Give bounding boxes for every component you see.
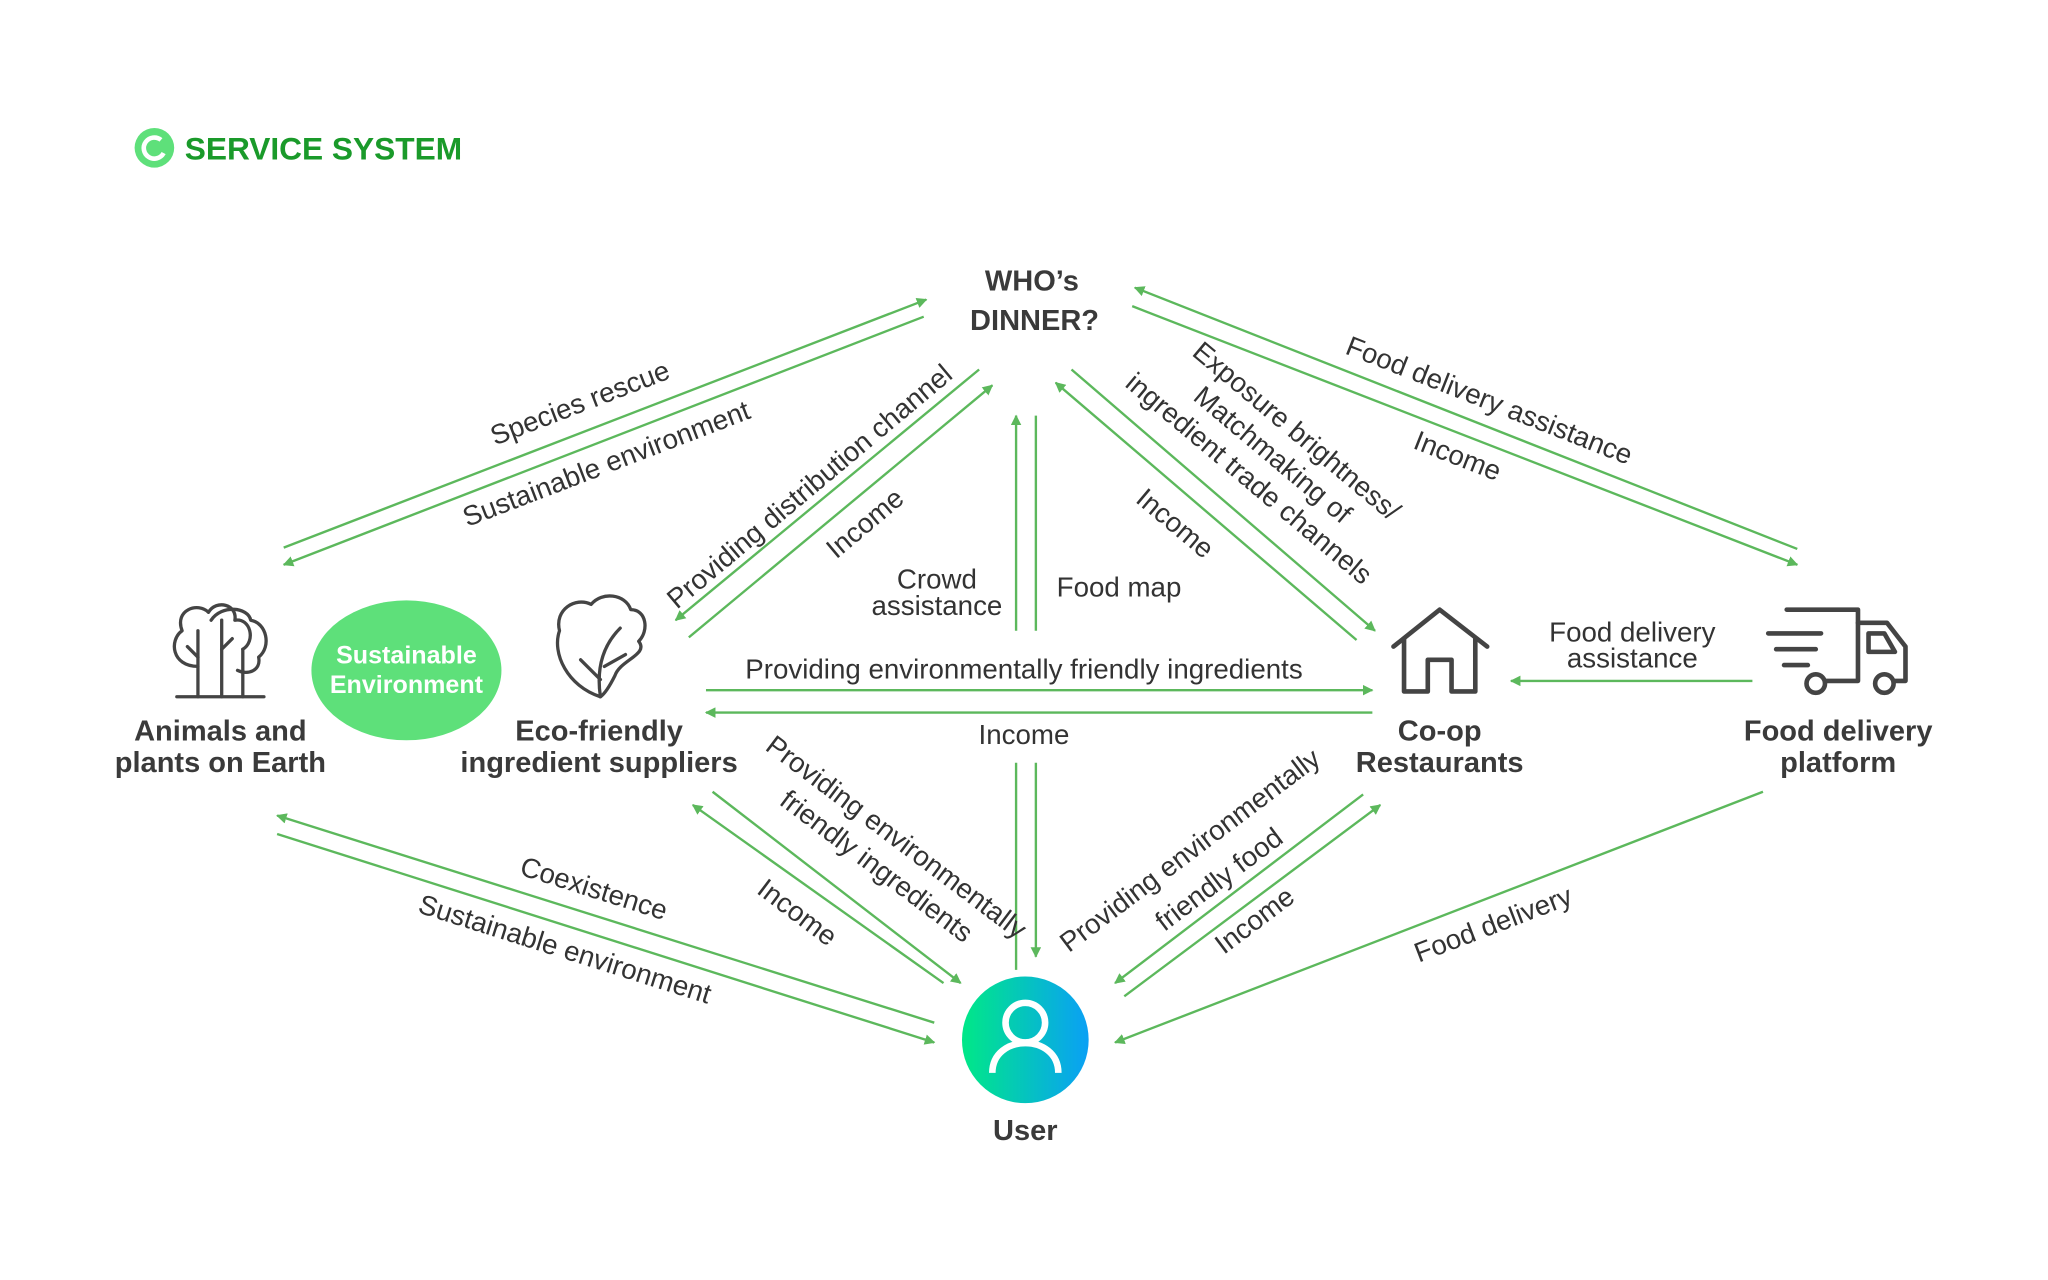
label-platform-assist-2: assistance [1567, 643, 1698, 674]
label-crowd-2: assistance [871, 590, 1002, 621]
arrow-restaurant-user [1114, 793, 1364, 985]
flow-labels: Species rescue Sustainable environment P… [415, 330, 1716, 1010]
user-label: User [993, 1115, 1058, 1147]
label-ingredients: Providing environmentally friendly ingre… [745, 653, 1302, 684]
animals-line2: plants on Earth [115, 747, 326, 779]
refresh-circle-icon [134, 128, 175, 168]
suppliers-line1: Eco-friendly [515, 715, 683, 747]
truck-icon [1765, 607, 1908, 696]
arrow-sustainable-env-top [282, 315, 925, 567]
label-delivery-assist-top: Food delivery assistance [1342, 330, 1637, 471]
label-crowd-1: Crowd [897, 564, 977, 595]
suppliers-line2: ingredient suppliers [460, 747, 737, 779]
user-icon [961, 976, 1089, 1104]
node-platform: Food delivery platform [1744, 607, 1933, 779]
house-icon [1391, 607, 1490, 694]
sustainable-line2: Environment [330, 671, 484, 699]
node-user: User [961, 976, 1089, 1147]
arrow-food-delivery [1114, 790, 1764, 1044]
node-restaurants: Co-op Restaurants [1356, 607, 1524, 779]
label-restaurants-income: Income [979, 719, 1070, 750]
label-food-map: Food map [1057, 571, 1182, 602]
center-line2: DINNER? [970, 305, 1099, 337]
node-animals: Animals and plants on Earth [115, 603, 326, 779]
arrow-supplier-income [688, 384, 994, 639]
label-supplier-income-top: Income [820, 482, 910, 564]
node-center: WHO’s DINNER? [970, 265, 1099, 337]
label-food-delivery: Food delivery [1410, 880, 1577, 969]
arrow-distribution-channel [674, 368, 980, 622]
platform-line2: platform [1780, 747, 1896, 779]
label-platform-assist-1: Food delivery [1549, 616, 1715, 647]
sustainable-environment-bubble: Sustainable Environment [311, 600, 502, 741]
center-line1: WHO’s [985, 265, 1079, 297]
arrow-restaurant-income [1054, 381, 1358, 641]
restaurants-line2: Restaurants [1356, 747, 1524, 779]
label-restaurant-income-top: Income [1130, 482, 1220, 564]
arrow-user-supplier-income [691, 803, 945, 985]
platform-line1: Food delivery [1744, 715, 1933, 747]
trees-icon [172, 603, 268, 699]
arrow-exposure [1070, 368, 1376, 632]
restaurants-line1: Co-op [1398, 715, 1482, 747]
arrow-species-rescue [283, 298, 928, 549]
sustainable-line1: Sustainable [336, 642, 477, 670]
animals-line1: Animals and [134, 715, 307, 747]
arrow-sustainable-env-bottom [276, 832, 936, 1045]
arrow-platform-income [1133, 286, 1798, 551]
arrow-delivery-assistance [1131, 305, 1799, 567]
header: SERVICE SYSTEM [134, 128, 462, 168]
arrow-coexistence [276, 813, 935, 1024]
arrow-supplier-user [711, 790, 962, 985]
label-user-supplier-income: Income [752, 872, 843, 951]
node-suppliers: Eco-friendly ingredient suppliers [460, 594, 738, 779]
flow-arrows [276, 286, 1799, 1045]
lettuce-icon [555, 594, 647, 699]
nodes: WHO’s DINNER? Animals and plants on Eart… [115, 265, 1933, 1147]
arrow-user-restaurant-income [1123, 803, 1382, 998]
page-title: SERVICE SYSTEM [185, 131, 462, 167]
